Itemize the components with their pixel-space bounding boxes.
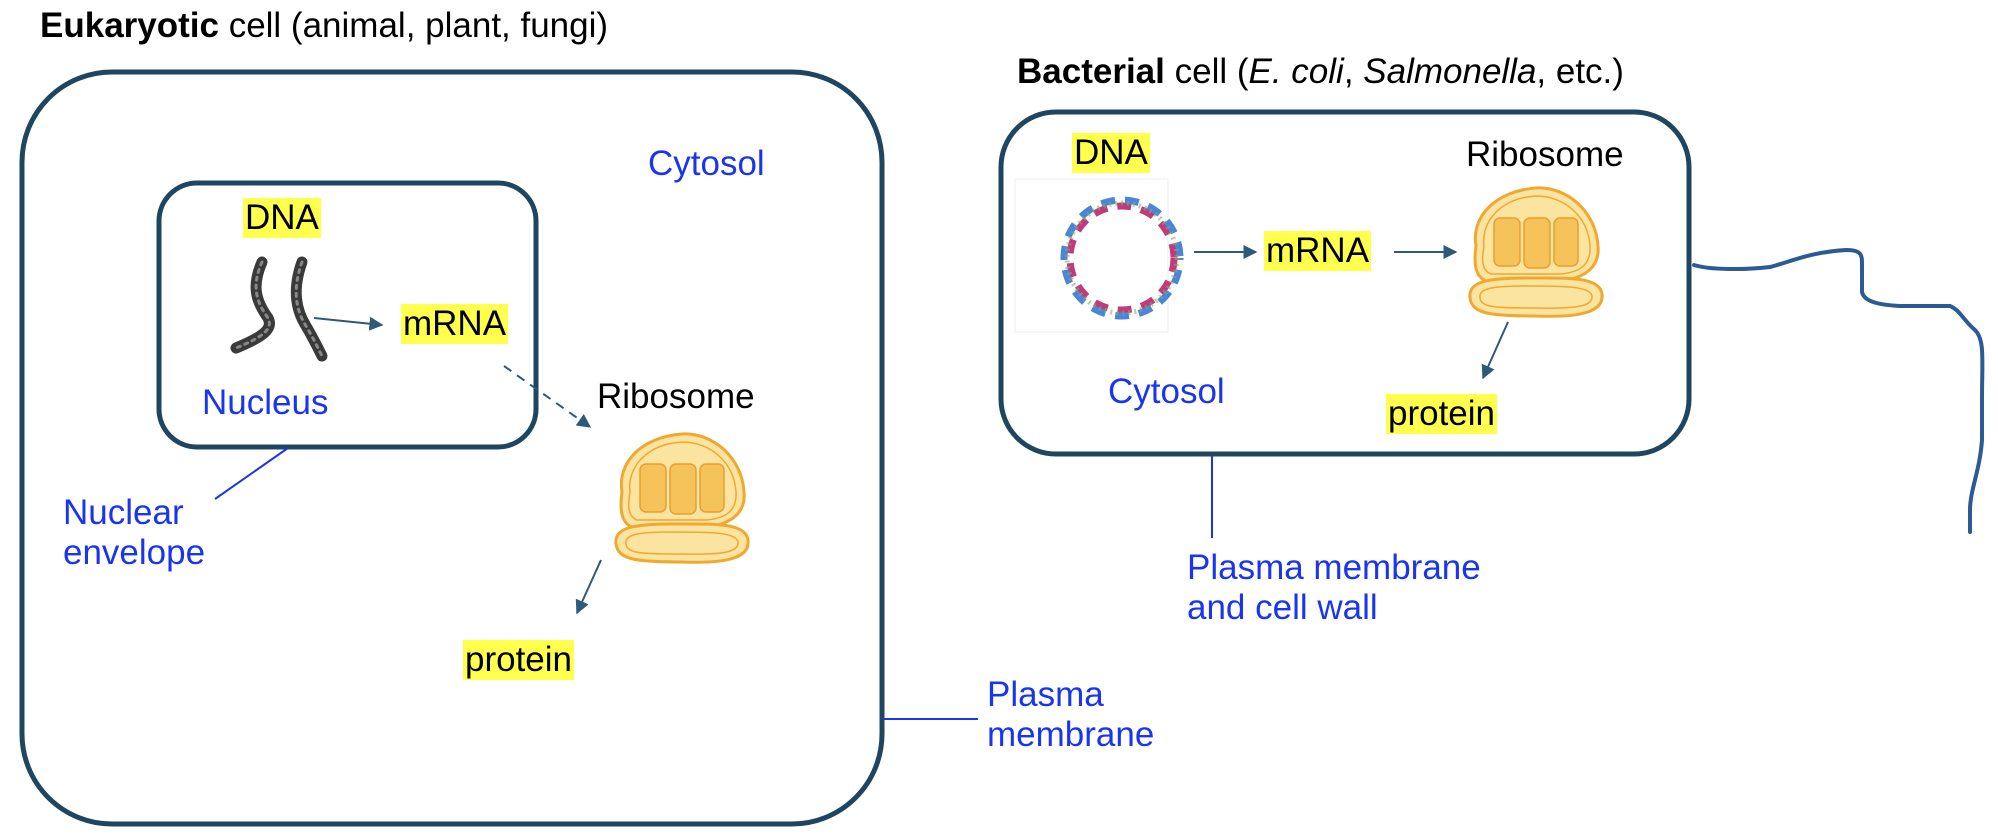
bacterial-title-bold: Bacterial (1017, 52, 1165, 91)
bacterial-title: Bacterial cell (E. coli, Salmonella, etc… (1017, 52, 1624, 92)
chromosome-icon (230, 256, 328, 362)
bacterial-title-pre: cell ( (1164, 52, 1249, 91)
plasma-membrane-label: Plasma membrane (987, 675, 1154, 756)
bac-ribosome-to-protein-arrow (1481, 321, 1509, 380)
cell-wall-label: Plasma membrane and cell wall (1187, 548, 1481, 629)
bac-cytosol-label: Cytosol (1108, 372, 1225, 411)
euk-protein-label: protein (463, 640, 575, 681)
circular-dna-icon (1014, 178, 1184, 333)
eukaryotic-title: Eukaryotic cell (animal, plant, fungi) (40, 6, 608, 46)
bac-mrna-label: mRNA (1264, 231, 1372, 272)
cell-wall-line2: and cell wall (1187, 588, 1378, 628)
mrna-to-ribosome-arrow (503, 365, 592, 428)
euk-dna-label: DNA (243, 198, 321, 239)
bac-ribosome-icon (1468, 186, 1604, 318)
bacterial-title-post: , etc.) (1536, 52, 1624, 91)
bacterial-cell-outline (998, 109, 1692, 457)
plasma-membrane-line1: Plasma (987, 675, 1104, 714)
eukaryotic-title-rest: cell (animal, plant, fungi) (218, 6, 609, 45)
bac-dna-label: DNA (1072, 133, 1150, 174)
bacterial-title-salmonella: Salmonella (1363, 52, 1537, 91)
bacterial-title-sep: , (1343, 52, 1364, 91)
bac-ribosome-label: Ribosome (1466, 135, 1624, 174)
dna-to-mrna-arrow (313, 316, 384, 331)
nucleus-outline (156, 180, 539, 450)
euk-cytosol-label: Cytosol (648, 144, 765, 183)
eukaryotic-cell-outline (19, 69, 885, 827)
ribosome-to-protein-arrow (575, 559, 602, 615)
nuclear-envelope-line1: Nuclear (63, 493, 184, 532)
ribosome-icon (614, 432, 750, 564)
eukaryotic-title-bold: Eukaryotic (40, 6, 219, 45)
bacterial-title-ecoli: E. coli (1248, 52, 1344, 91)
euk-mrna-label: mRNA (401, 304, 509, 345)
nuclear-envelope-line2: envelope (63, 533, 206, 573)
nucleus-label: Nucleus (202, 383, 329, 422)
bac-protein-label: protein (1386, 394, 1498, 435)
nuclear-envelope-label: Nuclear envelope (63, 493, 205, 574)
cell-wall-line1: Plasma membrane (1187, 548, 1481, 587)
euk-ribosome-label: Ribosome (597, 377, 755, 416)
hand-drawn-squiggle (1692, 247, 1985, 534)
nuclear-envelope-leader (214, 447, 289, 500)
plasma-membrane-line2: membrane (987, 715, 1155, 755)
